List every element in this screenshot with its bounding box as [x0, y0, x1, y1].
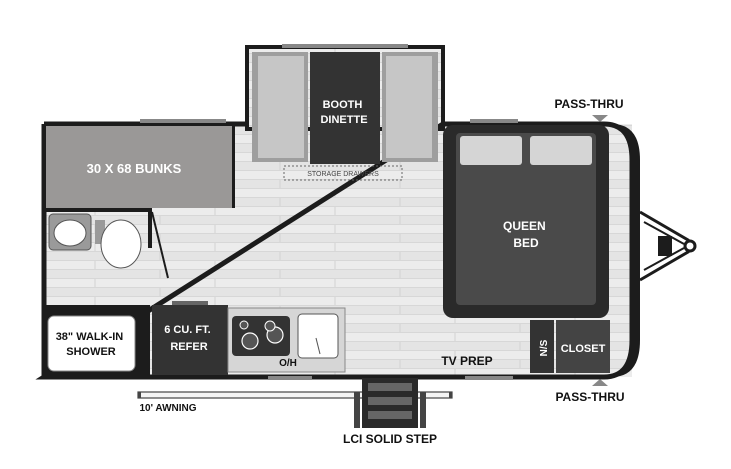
galley-window: [268, 376, 312, 380]
ns-closet: [530, 320, 610, 373]
dinette-label: BOOTH DINETTE: [320, 99, 367, 126]
galley-sink-icon: [297, 313, 339, 359]
bunks-label: 30 X 68 BUNKS: [87, 161, 182, 176]
awning-label: 10' AWNING: [139, 403, 196, 414]
pass-thru-bottom-label: PASS-THRU: [555, 390, 624, 404]
tv-prep-label: TV PREP: [441, 354, 492, 368]
pass-thru-top-arrow-icon: [592, 115, 608, 122]
booth-dinette: [252, 44, 438, 164]
hitch-ball-icon: [683, 239, 697, 253]
refer-label: 6 CU. FT. REFER: [164, 324, 214, 353]
shower-label: 38" WALK-IN SHOWER: [56, 331, 127, 358]
shower: [46, 305, 150, 375]
pillow-left-icon: [460, 136, 522, 165]
galley: [227, 307, 346, 373]
storage-drawers-outline: [283, 165, 403, 181]
pass-thru-bottom-arrow-icon: [592, 379, 608, 386]
queen-bed-label: QUEEN BED: [503, 219, 549, 250]
storage-drawers-label: STORAGE DRAWERS: [307, 171, 379, 178]
sink-icon: [53, 219, 87, 247]
pass-thru-top-label: PASS-THRU: [554, 97, 623, 111]
dinette-table: [310, 52, 380, 164]
step-label: LCI SOLID STEP: [343, 432, 437, 446]
overhead-label: O/H: [279, 358, 297, 369]
entry-step: [354, 378, 426, 428]
bathroom: [46, 208, 169, 279]
bottom-window: [465, 376, 513, 380]
bunks: [46, 119, 235, 208]
queen-bed: [443, 119, 609, 318]
pillow-right-icon: [530, 136, 592, 165]
toilet-icon: [100, 219, 142, 269]
awning: [137, 391, 453, 399]
refrigerator: [152, 301, 228, 375]
ns-label: N/S: [539, 339, 550, 356]
closet-label: CLOSET: [561, 343, 606, 355]
hitch: [639, 210, 697, 282]
